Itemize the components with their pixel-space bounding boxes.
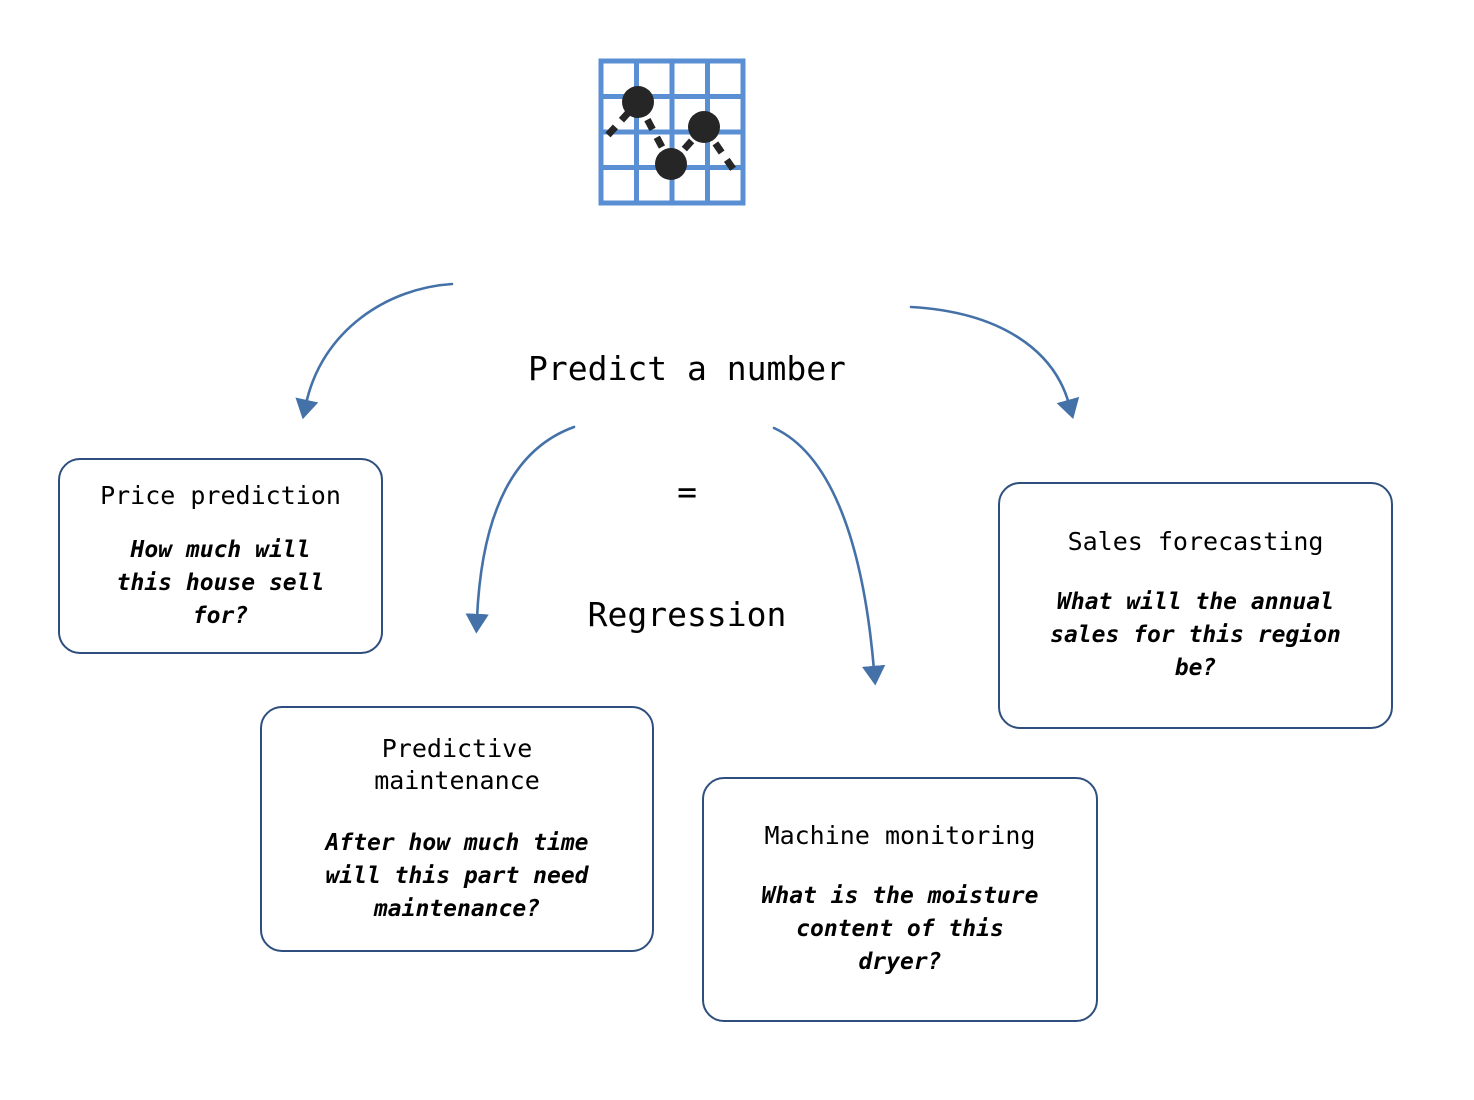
center-title-line-2: = [677, 472, 697, 511]
box-predictive-maintenance-question: After how much time will this part need … [325, 829, 589, 922]
box-price-prediction-title: Price prediction [100, 480, 341, 510]
box-machine-monitoring[interactable]: Machine monitoring What is the moisture … [702, 777, 1098, 1022]
box-sales-forecasting-question: What will the annual sales for this regi… [1050, 589, 1341, 681]
box-sales-forecasting[interactable]: Sales forecasting What will the annual s… [998, 482, 1393, 729]
arrow-to-price-prediction [295, 282, 454, 420]
center-title: Predict a number = Regression [437, 266, 937, 717]
box-price-prediction[interactable]: Price prediction How much will this hous… [58, 458, 383, 654]
box-sales-forecasting-title: Sales forecasting [1067, 527, 1324, 556]
center-title-line-1: Predict a number [528, 349, 846, 388]
box-predictive-maintenance[interactable]: Predictive maintenance After how much ti… [260, 706, 654, 952]
center-title-line-3: Regression [587, 595, 787, 634]
regression-scatter-grid-icon [598, 58, 746, 206]
box-predictive-maintenance-title: Predictive maintenance [374, 733, 540, 795]
box-price-prediction-question: How much will this house sell for? [116, 536, 325, 629]
box-machine-monitoring-title: Machine monitoring [764, 821, 1036, 850]
box-machine-monitoring-question: What is the moisture content of this dry… [761, 883, 1039, 975]
